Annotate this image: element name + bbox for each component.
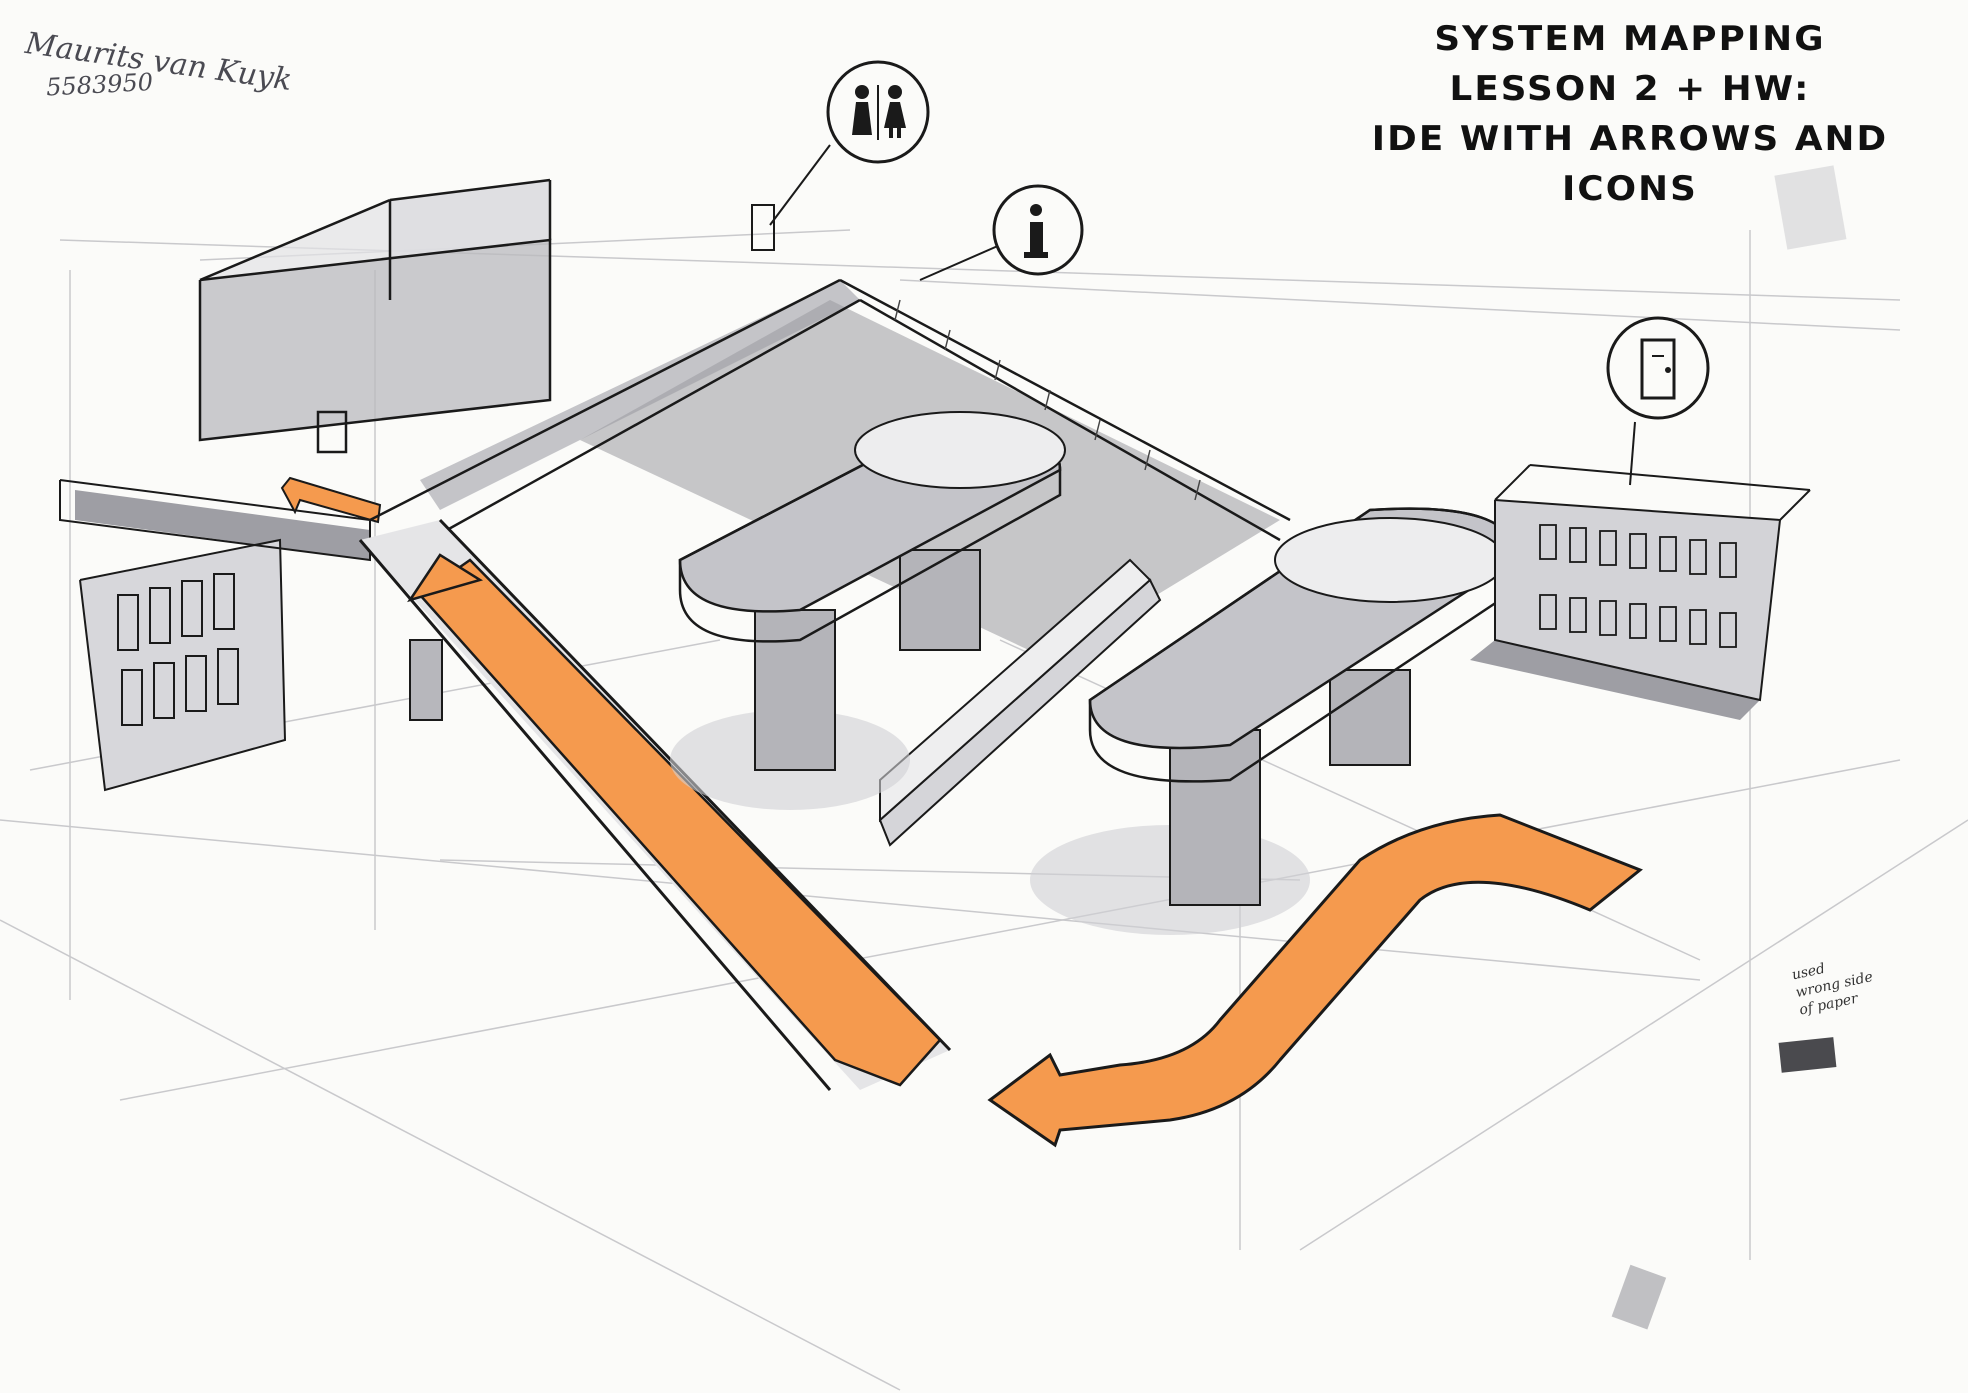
right-oval-platform — [1030, 507, 1517, 935]
left-oval-platform — [670, 411, 1066, 810]
door-icon — [1606, 316, 1710, 486]
author-signature: Maurits van Kuyk 5583950 — [23, 26, 297, 102]
title-line-1: SYSTEM MAPPING — [1434, 19, 1826, 59]
central-counter — [878, 558, 1162, 847]
left-lockers — [59, 479, 371, 792]
title-line-4: ICONS — [1562, 169, 1698, 209]
title-line-3: IDE WITH ARROWS AND — [1371, 119, 1889, 159]
marker-swatch — [1778, 1037, 1837, 1073]
escalator-arrow — [418, 558, 942, 1087]
right-lockers — [1470, 464, 1811, 720]
info-icon — [919, 184, 1084, 281]
sheet-title: SYSTEM MAPPING LESSON 2 + HW: IDE WITH A… — [1273, 14, 1968, 214]
marker-swatch-light — [1774, 165, 1847, 250]
upper-walkway-arrow — [280, 476, 382, 524]
upper-building — [198, 178, 552, 454]
floor-route-arrow — [987, 813, 1643, 1148]
title-line-2: LESSON 2 + HW: — [1449, 69, 1811, 109]
marker-swatch-gray — [1611, 1264, 1667, 1330]
toilet-icon — [751, 60, 930, 251]
